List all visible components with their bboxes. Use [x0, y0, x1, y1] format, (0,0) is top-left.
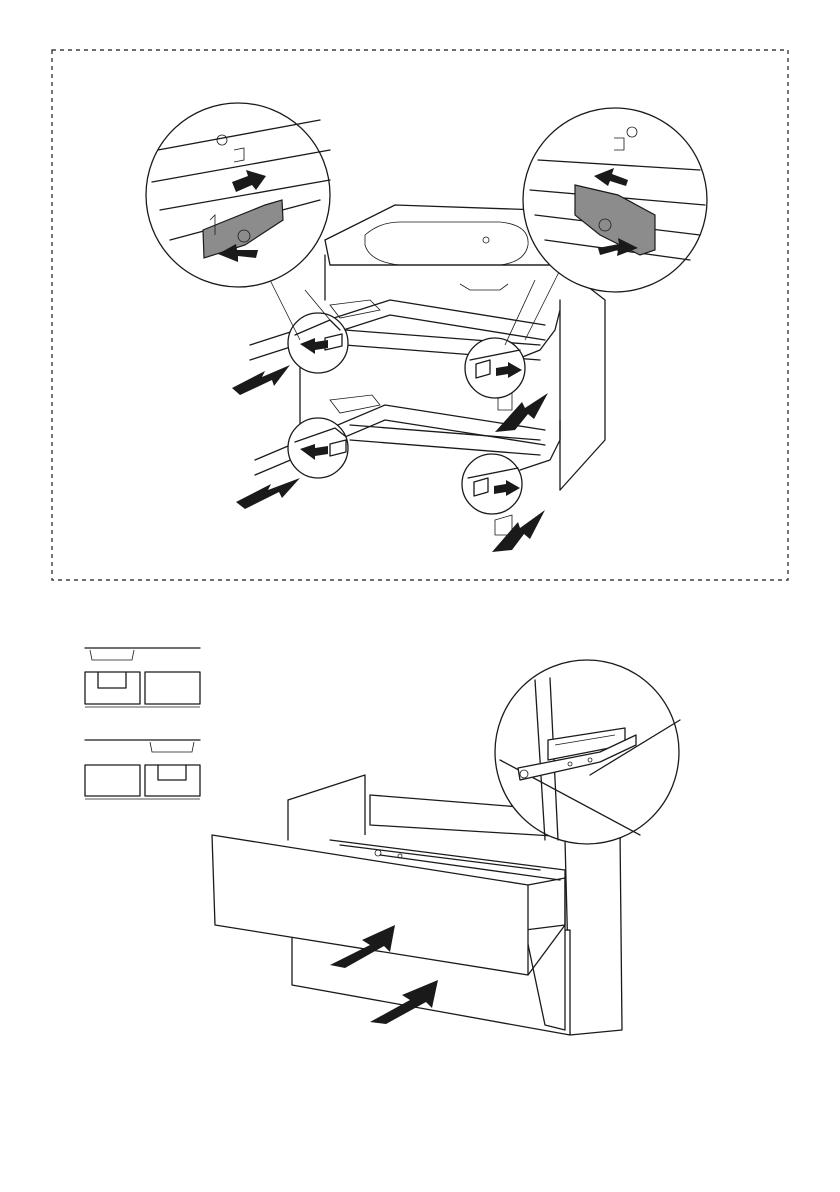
lower-right-clip-detail — [462, 454, 522, 514]
runner-magnifier-detail — [495, 660, 680, 844]
dashed-frame — [52, 50, 788, 580]
lower-left-clip-detail — [288, 418, 348, 478]
left-magnifier-detail — [146, 103, 330, 340]
right-magnifier-detail — [505, 108, 707, 345]
upper-right-clip-detail — [465, 338, 525, 398]
upper-left-clip-detail — [288, 313, 348, 373]
right-sink-variant-icon — [85, 740, 200, 799]
step1-panel — [52, 50, 788, 580]
step2-panel — [85, 648, 680, 1035]
left-sink-variant-icon — [85, 648, 200, 707]
